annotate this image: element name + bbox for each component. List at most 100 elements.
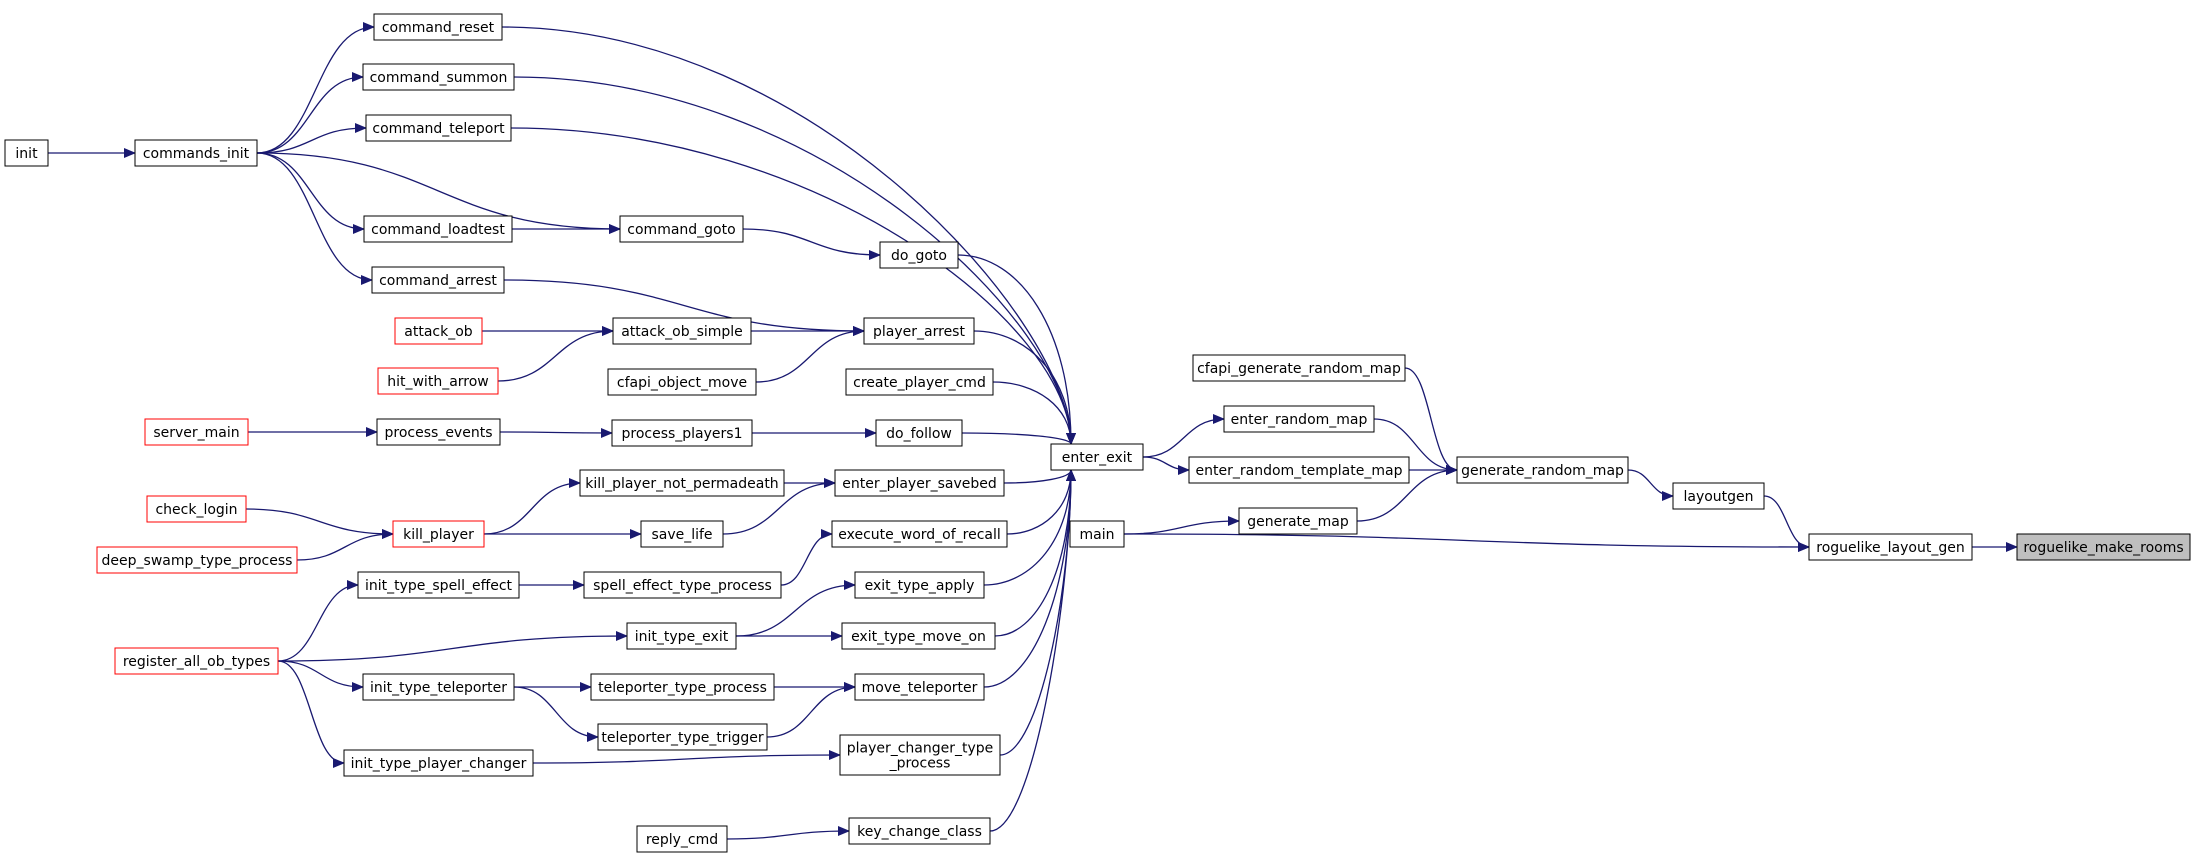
node-do-follow[interactable]: do_follow	[875, 419, 963, 447]
node-label: _process	[889, 756, 951, 772]
node-label: create_player_cmd	[853, 375, 986, 391]
node-label: generate_map	[1247, 514, 1349, 530]
node-roguelike-make-rooms[interactable]: roguelike_make_rooms	[2016, 533, 2191, 561]
node-init-type-teleporter[interactable]: init_type_teleporter	[362, 673, 515, 701]
node-move-teleporter[interactable]: move_teleporter	[854, 673, 985, 701]
edge-init_type_teleporter-to-teleporter_type_trigger	[513, 686, 599, 742]
edge-execute_word_of_recall-to-enter_exit	[1006, 469, 1076, 535]
node-label: init_type_player_changer	[351, 756, 527, 772]
edge-command_arrest-to-player_arrest	[503, 279, 865, 336]
edge-main-to-generate_map	[1123, 516, 1240, 535]
edge-teleporter_type_trigger-to-move_teleporter	[766, 682, 856, 738]
node-save-life[interactable]: save_life	[640, 520, 724, 548]
edge-exit_type_apply-to-enter_exit	[983, 469, 1076, 586]
node-main[interactable]: main	[1069, 520, 1125, 548]
node-init[interactable]: init	[4, 139, 49, 167]
node-command-goto[interactable]: command_goto	[619, 215, 744, 243]
edge-register_all_ob_types-to-init_type_player_changer	[277, 660, 345, 768]
node-enter-player-savebed[interactable]: enter_player_savebed	[834, 469, 1005, 497]
node-init-type-exit[interactable]: init_type_exit	[626, 622, 737, 650]
node-register-all-ob-types[interactable]: register_all_ob_types	[114, 647, 279, 675]
node-command-arrest[interactable]: command_arrest	[371, 266, 505, 294]
node-generate-map[interactable]: generate_map	[1238, 507, 1358, 535]
node-label: do_follow	[886, 426, 952, 442]
node-label: deep_swamp_type_process	[102, 553, 293, 569]
node-init-type-spell-effect[interactable]: init_type_spell_effect	[357, 571, 520, 599]
node-label: command_teleport	[372, 121, 505, 137]
node-box	[640, 520, 724, 548]
node-box	[146, 495, 247, 523]
node-check-login[interactable]: check_login	[146, 495, 247, 523]
node-player-changer-type-process[interactable]: player_changer_type_process	[839, 734, 1001, 776]
node-label: teleporter_type_process	[598, 680, 767, 696]
node-key-change-class[interactable]: key_change_class	[848, 817, 991, 845]
node-teleporter-type-process[interactable]: teleporter_type_process	[590, 673, 775, 701]
node-cfapi-generate-random-map[interactable]: cfapi_generate_random_map	[1192, 354, 1406, 382]
node-create-player-cmd[interactable]: create_player_cmd	[845, 368, 994, 396]
node-command-teleport[interactable]: command_teleport	[365, 114, 512, 142]
node-enter-random-map[interactable]: enter_random_map	[1223, 405, 1375, 433]
node-deep-swamp-type-process[interactable]: deep_swamp_type_process	[96, 546, 298, 574]
node-teleporter-type-trigger[interactable]: teleporter_type_trigger	[597, 723, 768, 751]
node-player-arrest[interactable]: player_arrest	[863, 317, 975, 345]
node-label: roguelike_layout_gen	[1816, 540, 1964, 556]
node-execute-word-of-recall[interactable]: execute_word_of_recall	[831, 520, 1008, 548]
node-enter-random-template-map[interactable]: enter_random_template_map	[1188, 456, 1410, 484]
node-label: init_type_spell_effect	[365, 578, 513, 594]
node-box	[583, 571, 782, 599]
edge-enter_player_savebed-to-enter_exit	[1003, 469, 1076, 484]
node-label: command_loadtest	[371, 222, 505, 238]
node-box	[636, 825, 728, 853]
node-hit-with-arrow[interactable]: hit_with_arrow	[377, 367, 499, 395]
node-do-goto[interactable]: do_goto	[879, 241, 959, 269]
node-label: player_changer_type	[847, 741, 994, 757]
edge-command_teleport-to-enter_exit	[510, 127, 1076, 445]
node-roguelike-layout-gen[interactable]: roguelike_layout_gen	[1808, 533, 1973, 561]
node-box	[1050, 443, 1144, 471]
node-label: do_goto	[891, 248, 947, 264]
node-attack-ob-simple[interactable]: attack_ob_simple	[612, 317, 752, 345]
node-generate-random-map[interactable]: generate_random_map	[1456, 456, 1629, 484]
node-label: command_arrest	[379, 273, 497, 289]
edge-commands_init-to-command_loadtest	[256, 152, 365, 234]
node-box	[854, 571, 985, 599]
node-cfapi-object-move[interactable]: cfapi_object_move	[607, 368, 757, 396]
node-layoutgen[interactable]: layoutgen	[1672, 482, 1765, 510]
node-box	[875, 419, 963, 447]
node-command-loadtest[interactable]: command_loadtest	[363, 215, 513, 243]
node-box	[1223, 405, 1375, 433]
node-exit-type-move-on[interactable]: exit_type_move_on	[841, 622, 996, 650]
node-label: enter_exit	[1062, 450, 1133, 466]
node-label: exit_type_apply	[865, 578, 975, 594]
node-label: check_login	[155, 502, 237, 518]
node-label: execute_word_of_recall	[838, 527, 1001, 543]
node-init-type-player-changer[interactable]: init_type_player_changer	[343, 749, 534, 777]
edge-enter_exit-to-enter_random_map	[1142, 414, 1225, 458]
node-kill-player-not-permadeath[interactable]: kill_player_not_permadeath	[579, 469, 785, 497]
node-command-reset[interactable]: command_reset	[373, 13, 503, 41]
node-box	[839, 734, 1001, 776]
node-enter-exit[interactable]: enter_exit	[1050, 443, 1144, 471]
node-label: teleporter_type_trigger	[601, 730, 763, 746]
node-reply-cmd[interactable]: reply_cmd	[636, 825, 728, 853]
node-server-main[interactable]: server_main	[144, 418, 249, 446]
node-box	[1672, 482, 1765, 510]
node-box	[394, 317, 483, 345]
node-box	[392, 520, 485, 548]
node-spell-effect-type-process[interactable]: spell_effect_type_process	[583, 571, 782, 599]
function-nodes: roguelike_make_rooms roguelike_layout_gen…	[4, 13, 2191, 853]
node-commands-init[interactable]: commands_init	[134, 139, 258, 167]
node-process-players1[interactable]: process_players1	[611, 419, 753, 447]
node-process-events[interactable]: process_events	[376, 418, 501, 446]
edge-cfapi_object_move-to-player_arrest	[755, 326, 865, 383]
node-kill-player[interactable]: kill_player	[392, 520, 485, 548]
node-exit-type-apply[interactable]: exit_type_apply	[854, 571, 985, 599]
node-box	[607, 368, 757, 396]
node-label: main	[1080, 527, 1115, 543]
node-command-summon[interactable]: command_summon	[362, 63, 515, 91]
node-label: enter_random_map	[1231, 412, 1368, 428]
node-label: server_main	[153, 425, 239, 441]
node-attack-ob[interactable]: attack_ob	[394, 317, 483, 345]
edge-main-to-roguelike_layout_gen	[1123, 533, 1810, 552]
node-box	[376, 418, 501, 446]
